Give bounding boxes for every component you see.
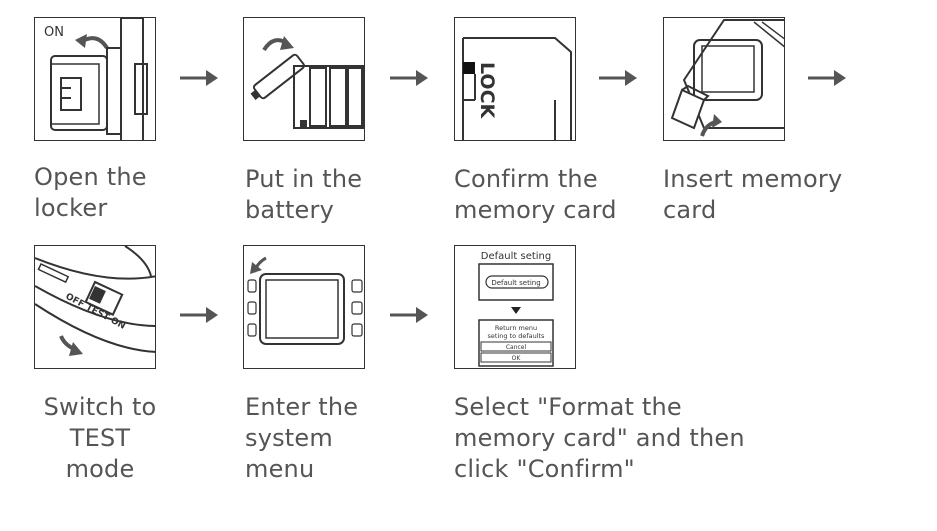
step-6-system-menu-illustration [243, 245, 365, 369]
arrow-right-icon [180, 70, 218, 86]
battery-icon [250, 36, 364, 129]
step-7-caption: Select "Format the memory card" and then… [454, 393, 745, 483]
step-5-caption: Switch to TEST mode [43, 393, 157, 483]
locker-icon: ON [44, 18, 148, 140]
sd-card-icon: LOCK [462, 37, 572, 140]
step-4-caption: Insert memory card [663, 165, 843, 224]
step-3-caption: Confirm the memory card [454, 165, 617, 224]
dialog-text-line-2: seting to defaults [488, 332, 546, 340]
menu-screen-icon: Default seting Default seting Return men… [478, 251, 554, 367]
step-1-caption: Open the locker [34, 163, 147, 222]
card-slot-icon [670, 19, 784, 137]
on-label: ON [44, 25, 64, 40]
arrow-right-icon [390, 307, 428, 323]
arrow-right-icon [599, 70, 637, 86]
dialog-text-line-1: Return menu [495, 324, 537, 332]
step-2-battery-illustration [243, 17, 365, 141]
arrow-right-icon [390, 70, 428, 86]
step-7-format-menu-illustration: Default seting Default seting Return men… [454, 245, 576, 369]
menu-option: Default seting [491, 279, 540, 287]
camera-screen-icon [247, 256, 363, 345]
step-3-memory-card-illustration: LOCK [454, 17, 576, 141]
step-4-insert-card-illustration [663, 17, 785, 141]
ok-option: OK [512, 355, 522, 362]
menu-title: Default seting [481, 251, 551, 262]
step-2-caption: Put in the battery [245, 165, 363, 224]
arrow-right-icon [180, 307, 218, 323]
step-1-open-locker-illustration: ON [34, 17, 156, 141]
cancel-option: Cancel [506, 344, 527, 351]
mode-switch-icon: OFF TEST ON [35, 246, 155, 356]
arrow-right-icon [808, 70, 846, 86]
lock-label: LOCK [476, 62, 498, 120]
step-5-test-switch-illustration: OFF TEST ON [34, 245, 156, 369]
step-6-caption: Enter the system menu [245, 393, 359, 483]
